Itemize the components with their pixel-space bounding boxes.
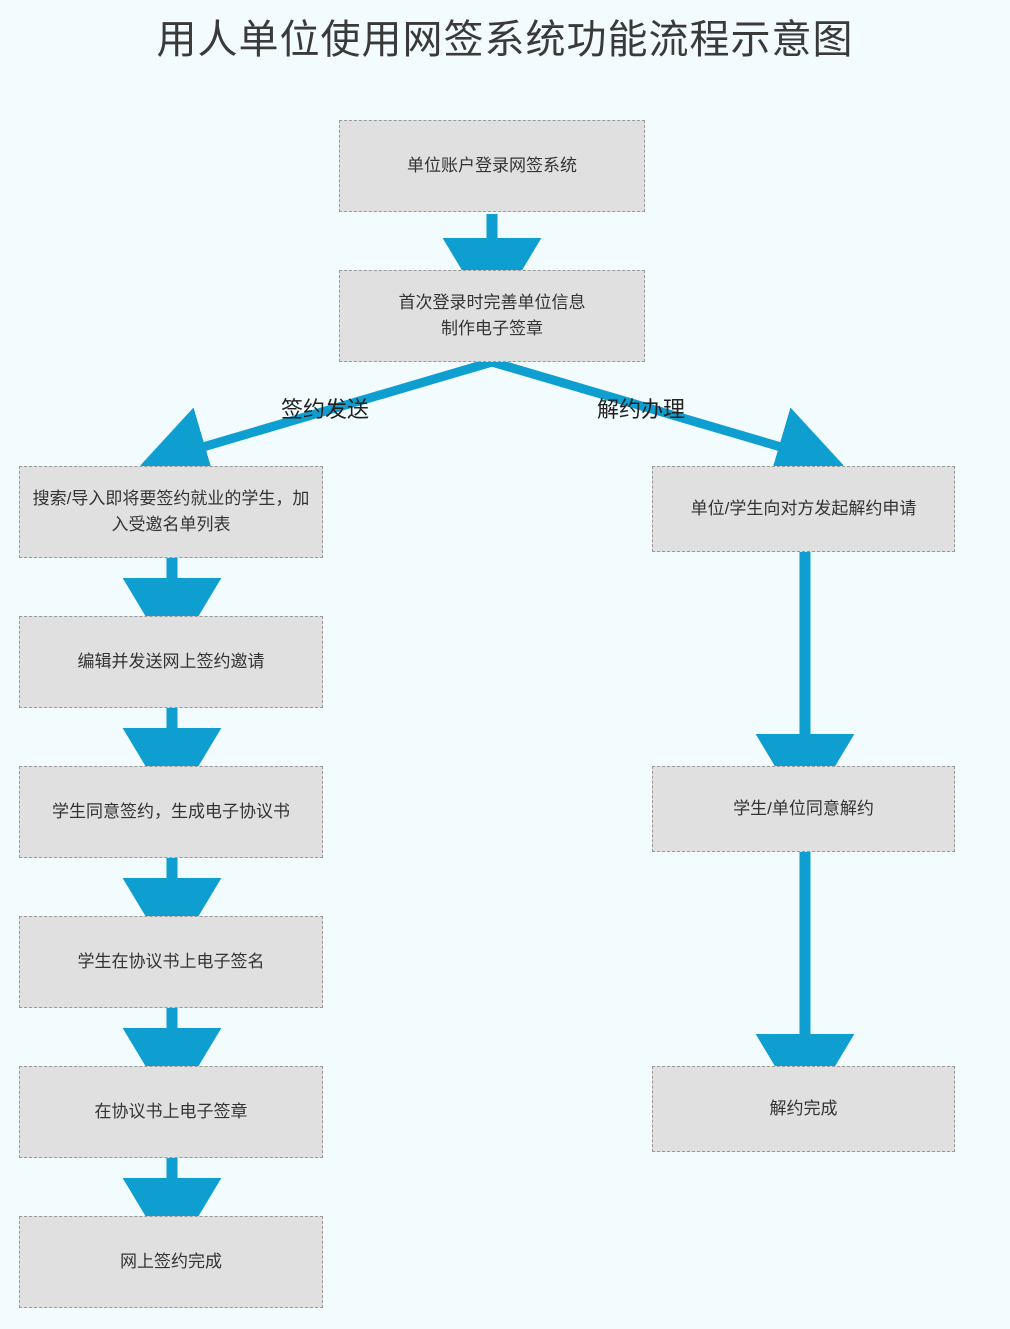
page-title: 用人单位使用网签系统功能流程示意图 xyxy=(156,18,854,62)
node-sign-invite-label: 编辑并发送网上签约邀请 xyxy=(77,652,265,671)
node-profile-label: 首次登录时完善单位信息 制作电子签章 xyxy=(398,293,586,338)
node-sign-seal-label: 在协议书上电子签章 xyxy=(94,1102,248,1121)
node-login[interactable]: 单位账户登录网签系统 xyxy=(339,120,645,212)
node-login-label: 单位账户登录网签系统 xyxy=(407,156,577,175)
node-terminate-agree-label: 学生/单位同意解约 xyxy=(733,799,874,818)
node-terminate-done[interactable]: 解约完成 xyxy=(652,1066,955,1152)
node-sign-seal[interactable]: 在协议书上电子签章 xyxy=(19,1066,323,1158)
node-sign-search-label: 搜索/导入即将要签约就业的学生，加入受邀名单列表 xyxy=(32,489,310,534)
node-sign-invite[interactable]: 编辑并发送网上签约邀请 xyxy=(19,616,323,708)
node-terminate-done-label: 解约完成 xyxy=(769,1099,838,1118)
branch-label-sign-send: 签约发送 xyxy=(281,397,370,422)
node-sign-agree[interactable]: 学生同意签约，生成电子协议书 xyxy=(19,766,323,858)
node-sign-done-label: 网上签约完成 xyxy=(120,1252,222,1271)
node-sign-student-sign[interactable]: 学生在协议书上电子签名 xyxy=(19,916,323,1008)
node-terminate-apply[interactable]: 单位/学生向对方发起解约申请 xyxy=(652,466,955,552)
node-sign-student-sign-label: 学生在协议书上电子签名 xyxy=(77,952,265,971)
node-terminate-agree[interactable]: 学生/单位同意解约 xyxy=(652,766,955,852)
node-sign-search[interactable]: 搜索/导入即将要签约就业的学生，加入受邀名单列表 xyxy=(19,466,323,558)
node-terminate-apply-label: 单位/学生向对方发起解约申请 xyxy=(690,499,917,518)
node-sign-agree-label: 学生同意签约，生成电子协议书 xyxy=(52,802,290,821)
node-profile[interactable]: 首次登录时完善单位信息 制作电子签章 xyxy=(339,270,645,362)
node-sign-done[interactable]: 网上签约完成 xyxy=(19,1216,323,1308)
branch-label-terminate: 解约办理 xyxy=(597,397,686,422)
